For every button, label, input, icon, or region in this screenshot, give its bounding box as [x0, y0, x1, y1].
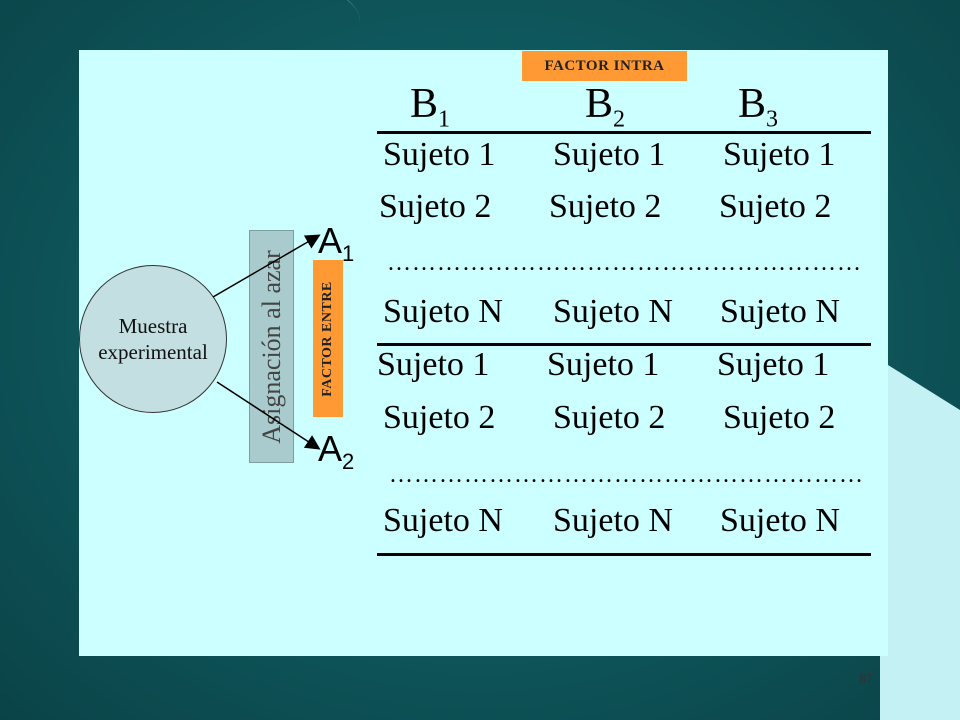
cell-a1-sujeto1-b1: Sujeto 1: [383, 136, 496, 173]
cell-a2-sujeto2-b3: Sujeto 2: [723, 399, 836, 436]
cell-a1-sujetoN-b3: Sujeto N: [720, 293, 840, 330]
column-header-b2: B2: [585, 81, 626, 133]
arrow-to-a2: [216, 381, 321, 450]
sample-label-line2: experimental: [98, 340, 208, 364]
sample-label-line1: Muestra: [118, 314, 188, 338]
group-label-a1: A1: [318, 220, 355, 267]
arrow-to-a1: [212, 234, 321, 298]
column-header-b1: B1: [410, 81, 451, 133]
sample-circle: Muestra experimental: [79, 265, 227, 413]
ellipsis-a1: ………………………………………………………: [387, 250, 862, 276]
group-label-a2: A2: [318, 428, 355, 475]
background-fold: [880, 360, 960, 720]
column-header-b3: B3: [738, 81, 779, 133]
random-assignment-box: Asignación al azar: [249, 230, 294, 463]
cell-a1-sujeto2-b1: Sujeto 2: [379, 188, 492, 225]
cell-a2-sujeto1-b1: Sujeto 1: [377, 346, 490, 383]
cell-a2-sujetoN-b3: Sujeto N: [720, 502, 840, 539]
ellipsis-a2: ………………………………………………………: [389, 462, 864, 488]
cell-a2-sujeto1-b2: Sujeto 1: [547, 346, 660, 383]
cell-a2-sujetoN-b1: Sujeto N: [383, 502, 503, 539]
factor-entre-box: FACTOR ENTRE: [313, 260, 343, 417]
cell-a2-sujeto2-b2: Sujeto 2: [553, 399, 666, 436]
cell-a1-sujetoN-b1: Sujeto N: [383, 293, 503, 330]
cell-a1-sujeto1-b2: Sujeto 1: [553, 136, 666, 173]
page-number: 87: [859, 672, 873, 687]
cell-a1-sujeto2-b2: Sujeto 2: [549, 188, 662, 225]
table-rule-bottom: [377, 553, 871, 556]
cell-a1-sujetoN-b2: Sujeto N: [553, 293, 673, 330]
cell-a1-sujeto1-b3: Sujeto 1: [723, 136, 836, 173]
cell-a1-sujeto2-b3: Sujeto 2: [719, 188, 832, 225]
factor-intra-label: FACTOR INTRA: [522, 51, 687, 81]
cell-a2-sujeto1-b3: Sujeto 1: [717, 346, 830, 383]
table-rule-top: [377, 131, 871, 134]
cell-a2-sujetoN-b2: Sujeto N: [553, 502, 673, 539]
cell-a2-sujeto2-b1: Sujeto 2: [383, 399, 496, 436]
table-rule-middle: [377, 343, 871, 346]
